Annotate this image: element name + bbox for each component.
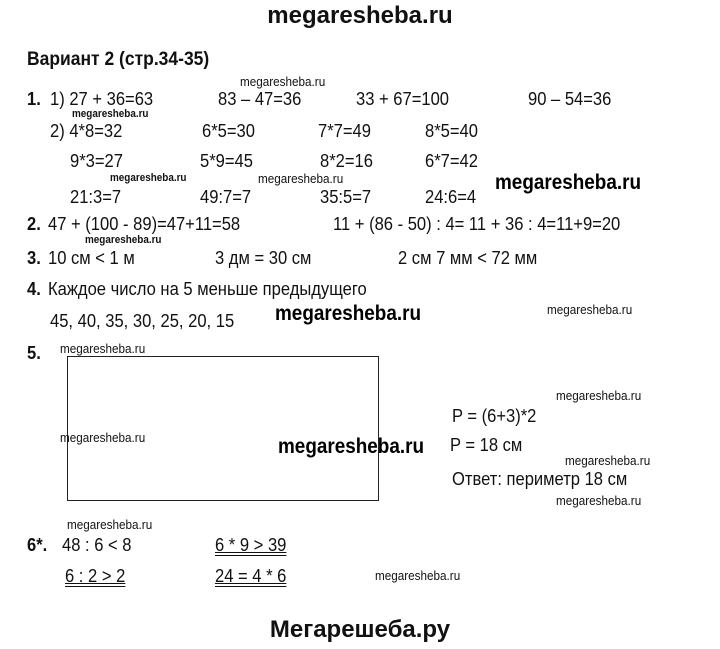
equation: 49:7=7	[200, 187, 252, 207]
watermark: megaresheba.ru	[60, 341, 146, 356]
sequence: 45, 40, 35, 30, 25, 20, 15	[50, 311, 235, 331]
expression: 47 + (100 - 89)=47+11=58	[48, 214, 241, 234]
equation: 83 – 47=36	[218, 89, 302, 109]
task-number: 1.	[27, 89, 41, 109]
equation: 6*7=42	[425, 151, 478, 171]
watermark: megaresheba.ru	[240, 74, 326, 89]
watermark: megaresheba.ru	[556, 388, 642, 403]
comparison: 6 : 2 > 2	[65, 566, 126, 586]
perimeter-formula: P = (6+3)*2	[452, 406, 537, 426]
equation: 8*5=40	[425, 121, 478, 141]
answer: Ответ: периметр 18 см	[452, 469, 628, 489]
comparison: 3 дм = 30 см	[215, 248, 312, 268]
watermark: megaresheba.ru	[85, 234, 162, 246]
equation: 8*2=16	[320, 151, 373, 171]
site-footer: Мегарешеба.ру	[269, 616, 451, 643]
comparison: 6 * 9 > 39	[215, 535, 287, 555]
watermark: megaresheba.ru	[375, 568, 461, 583]
equation: 2) 4*8=32	[50, 121, 123, 141]
watermark: megaresheba.ru	[547, 302, 633, 317]
watermark: megaresheba.ru	[258, 171, 344, 186]
equation: 5*9=45	[200, 151, 253, 171]
task-number: 5.	[27, 343, 41, 363]
comparison: 10 см < 1 м	[48, 248, 135, 268]
equation: 6*5=30	[202, 121, 255, 141]
task-text: Каждое число на 5 меньше предыдущего	[48, 279, 367, 299]
equation: 33 + 67=100	[356, 89, 450, 109]
equation: 9*3=27	[70, 151, 123, 171]
perimeter-result: P = 18 см	[450, 435, 523, 455]
rectangle-drawing	[67, 356, 379, 501]
equation: 7*7=49	[318, 121, 371, 141]
comparison: 2 см 7 мм < 72 мм	[398, 248, 538, 268]
expression: 11 + (86 - 50) : 4= 11 + 36 : 4=11+9=20	[333, 214, 621, 234]
comparison: 48 : 6 < 8	[62, 535, 132, 555]
watermark: megaresheba.ru	[556, 493, 642, 508]
task-number: 2.	[27, 214, 41, 234]
equation: 35:5=7	[320, 187, 372, 207]
comparison: 24 = 4 * 6	[215, 566, 287, 586]
watermark: megaresheba.ru	[110, 172, 187, 184]
equation: 24:6=4	[425, 187, 477, 207]
watermark: megaresheba.ru	[565, 453, 651, 468]
watermark: megaresheba.ru	[495, 171, 642, 194]
equation: 90 – 54=36	[528, 89, 612, 109]
watermark: megaresheba.ru	[275, 302, 422, 325]
variant-title: Вариант 2 (стр.34-35)	[27, 49, 210, 70]
site-header: megaresheba.ru	[267, 2, 453, 29]
equation: 21:3=7	[70, 187, 122, 207]
task-number: 3.	[27, 248, 41, 268]
watermark: megaresheba.ru	[60, 430, 146, 445]
task-number: 6*.	[27, 535, 48, 555]
equation: 1) 27 + 36=63	[50, 89, 154, 109]
watermark: megaresheba.ru	[278, 435, 425, 458]
task-number: 4.	[27, 279, 41, 299]
watermark: megaresheba.ru	[72, 108, 149, 120]
watermark: megaresheba.ru	[67, 517, 153, 532]
